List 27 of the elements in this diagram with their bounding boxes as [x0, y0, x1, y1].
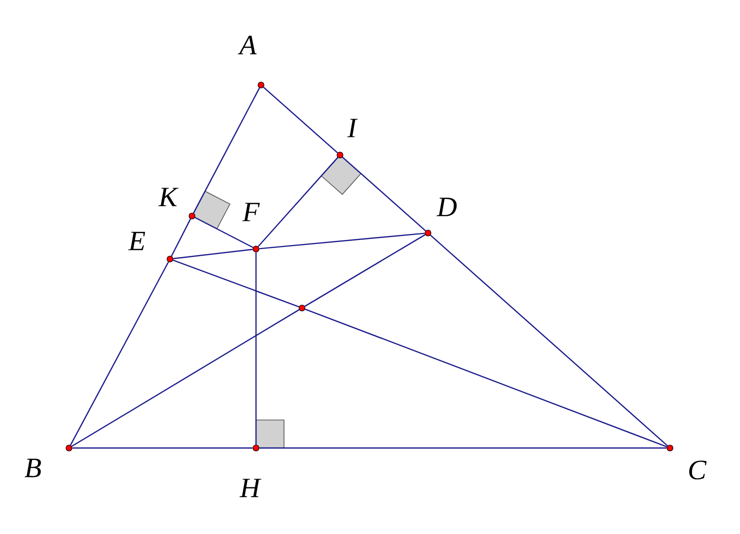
- line-segment: [170, 218, 192, 256]
- point-label: F: [242, 202, 260, 222]
- line-segment: [430, 234, 668, 446]
- point-label: H: [240, 478, 262, 498]
- line-segment: [259, 232, 425, 250]
- point-label: E: [128, 232, 146, 250]
- point-label: C: [689, 460, 707, 480]
- line-segment: [72, 309, 300, 447]
- point-label: A: [238, 36, 257, 54]
- line-segment: [173, 248, 253, 260]
- line-segment: [70, 262, 169, 446]
- point-label: B: [24, 458, 41, 478]
- line-segment: [193, 88, 260, 214]
- line-segment: [258, 157, 338, 247]
- point-label: K: [158, 188, 179, 206]
- point: [298, 304, 306, 312]
- line-segment: [304, 234, 426, 307]
- line-segment: [72, 447, 253, 449]
- line-segment: [194, 216, 254, 248]
- line-segment: [255, 252, 257, 445]
- line-segment: [259, 447, 667, 449]
- line-segment: [342, 156, 426, 232]
- line-segment: [304, 308, 668, 448]
- line-segment: [172, 260, 300, 308]
- point-label: I: [347, 118, 358, 138]
- point-label: D: [436, 198, 457, 216]
- line-segment: [263, 86, 338, 154]
